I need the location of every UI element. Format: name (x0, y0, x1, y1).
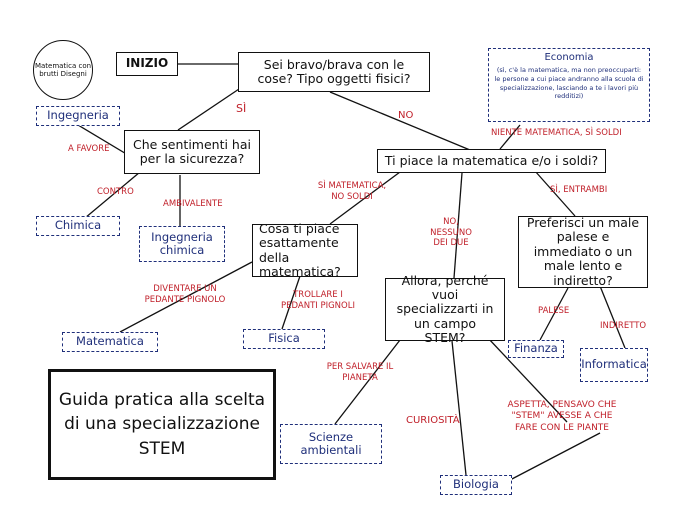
question-why-stem: Allora, perché vuoi specializzarti in un… (385, 273, 505, 345)
connector (329, 91, 471, 151)
destination-biologia: Biologia (440, 475, 512, 495)
answer-pedante: DIVENTARE UN PEDANTE PIGNOLO (144, 284, 226, 305)
answer-aspetta: ASPETTA, PENSAVO CHE "STEM" AVESSE A CHE… (507, 400, 617, 433)
answer-curiosita: CURIOSITÀ (406, 415, 460, 426)
answer-trollare: TROLLARE I PEDANTI PIGNOLI (281, 290, 355, 311)
question-physical-things: Sei bravo/brava con le cose? Tipo oggett… (238, 52, 430, 92)
connector (329, 171, 401, 225)
question-harm-type: Preferisci un male palese e immediato o … (518, 215, 648, 288)
economia-title: Economia (544, 52, 594, 63)
connector (534, 170, 576, 217)
answer-indiretto: INDIRETTO (600, 321, 647, 331)
destination-finanza: Finanza (508, 340, 564, 358)
answer-si-entrambi: SÌ, ENTRAMBI (550, 185, 608, 195)
connector (119, 261, 253, 333)
answer-contro: CONTRO (97, 187, 134, 197)
destination-chimica: Chimica (36, 216, 120, 236)
connector (453, 172, 463, 279)
logo-badge: Matematica con brutti Disegni (33, 40, 93, 100)
connector (84, 171, 141, 219)
chart-title: Guida pratica alla scelta di una special… (48, 369, 276, 480)
destination-informatica: Informatica (580, 348, 648, 382)
connector (281, 275, 301, 330)
connector (451, 340, 467, 476)
economia-note: (sì, c'è la matematica, ma non preoccupa… (494, 66, 644, 101)
connector (509, 432, 601, 481)
connector (334, 339, 401, 425)
destination-economia: Economia (sì, c'è la matematica, ma non … (488, 48, 650, 122)
start-box: INIZIO (116, 52, 178, 76)
answer-niente-matematica: NIENTE MATEMATICA, SÌ SOLDI (491, 128, 622, 138)
connector (539, 287, 569, 341)
destination-fisica: Fisica (243, 329, 325, 349)
answer-ambivalente: AMBIVALENTE (163, 199, 223, 209)
answer-a-favore: A FAVORE (68, 144, 110, 154)
connector (599, 285, 626, 349)
answer-si-matematica: SÌ MATEMATICA, NO SOLDI (317, 181, 387, 202)
connector (499, 124, 521, 150)
question-math-money: Ti piace la matematica e/o i soldi? (377, 149, 606, 173)
question-safety: Che sentimenti hai per la sicurezza? (124, 130, 260, 174)
destination-matematica: Matematica (62, 332, 158, 352)
destination-ingegneria-chimica: Ingegneria chimica (139, 226, 225, 262)
destination-scienze-ambientali: Scienze ambientali (280, 424, 382, 464)
answer-no-nessuno: NO, NESSUNO DEI DUE (430, 217, 472, 249)
connector (77, 124, 129, 156)
destination-ingegneria: Ingegneria (36, 106, 120, 126)
question-what-math: Cosa ti piace esattamente della matemati… (252, 221, 358, 279)
answer-no: NO (398, 110, 414, 121)
connector (177, 86, 243, 131)
connector (487, 337, 568, 423)
answer-palese: PALESE (538, 306, 570, 316)
answer-si: SÌ (236, 102, 247, 115)
answer-salvare-pianeta: PER SALVARE IL PIANETA (326, 362, 394, 383)
